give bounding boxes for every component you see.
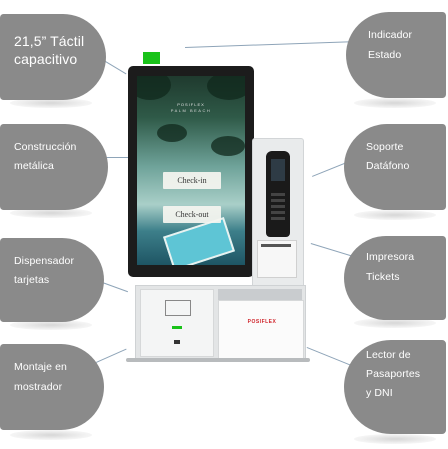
- bubble-shadow: [10, 208, 92, 218]
- printer-slot: [261, 244, 291, 247]
- connector-mount: [96, 348, 127, 363]
- callout-dataphone: Soporte Datáfono: [344, 124, 446, 210]
- dispenser-button: [174, 340, 180, 344]
- callout-printer-line1: Impresora: [366, 251, 415, 263]
- reader-top: [218, 289, 302, 301]
- bubble-shadow: [354, 434, 436, 444]
- check-out-button[interactable]: Check-out: [163, 206, 221, 223]
- bubble-shadow: [10, 430, 92, 440]
- bubble-shadow: [10, 98, 92, 108]
- dispenser-led: [172, 326, 182, 329]
- callout-dispenser: Dispensador tarjetas: [0, 238, 104, 322]
- callout-indicator-line1: Indicador: [368, 29, 413, 41]
- palm-tree-icon: [157, 124, 187, 142]
- callout-mount: Montaje en mostrador: [0, 344, 104, 430]
- callout-metal-line1: Construcción: [14, 141, 77, 153]
- palm-tree-icon: [211, 136, 245, 156]
- callout-mount-line1: Montaje en: [14, 361, 67, 373]
- callout-metal-line2: metálica: [14, 160, 54, 172]
- passport-reader: POSIFLEX: [218, 300, 304, 360]
- dataphone-screen: [271, 159, 285, 181]
- pool-image: [163, 216, 235, 265]
- callout-reader: Lector de Pasaportes y DNI: [344, 340, 446, 434]
- callout-metal: Construcción metálica: [0, 124, 108, 210]
- connector-metal: [101, 157, 128, 158]
- callout-dispenser-line2: tarjetas: [14, 274, 50, 286]
- callout-printer: Impresora Tickets: [344, 236, 446, 320]
- check-in-button[interactable]: Check-in: [163, 172, 221, 189]
- card-slot-icon: [165, 300, 191, 316]
- connector-printer: [310, 243, 352, 257]
- callout-reader-line3: y DNI: [366, 387, 393, 399]
- connector-indicator: [185, 41, 355, 48]
- callout-screen-line1: 21,5” Táctil: [14, 33, 85, 49]
- bubble-shadow: [354, 98, 436, 108]
- bubble-shadow: [354, 210, 436, 220]
- reader-brand-logo: POSIFLEX: [247, 319, 277, 325]
- callout-reader-line1: Lector de: [366, 349, 411, 361]
- callout-indicator-line2: Estado: [368, 49, 402, 61]
- counter-mount-base: [126, 358, 310, 362]
- ticket-printer: [257, 240, 297, 278]
- callout-screen: 21,5” Táctil capacitivo: [0, 14, 106, 100]
- palm-tree-icon: [137, 76, 171, 100]
- callout-dataphone-line2: Datáfono: [366, 160, 410, 172]
- screen-subtitle: PALM BEACH: [170, 108, 212, 113]
- bubble-shadow: [10, 320, 92, 330]
- card-dispenser: [140, 289, 214, 357]
- callout-printer-line2: Tickets: [366, 271, 400, 283]
- bubble-shadow: [354, 318, 436, 328]
- callout-screen-line2: capacitivo: [14, 51, 78, 67]
- status-indicator-light: [143, 52, 160, 64]
- screen-display: POSIFLEX PALM BEACH Check-in Check-out: [137, 76, 245, 265]
- callout-indicator: Indicador Estado: [346, 12, 446, 98]
- callout-dataphone-line1: Soporte: [366, 141, 404, 153]
- touch-screen-monitor: POSIFLEX PALM BEACH Check-in Check-out: [128, 66, 254, 277]
- callout-mount-line2: mostrador: [14, 381, 63, 393]
- dataphone-keypad: [271, 193, 285, 223]
- palm-tree-icon: [207, 76, 245, 100]
- callout-dispenser-line1: Dispensador: [14, 255, 75, 267]
- callout-reader-line2: Pasaportes: [366, 368, 421, 380]
- dataphone-terminal: [266, 151, 290, 237]
- screen-brand: POSIFLEX: [177, 102, 205, 107]
